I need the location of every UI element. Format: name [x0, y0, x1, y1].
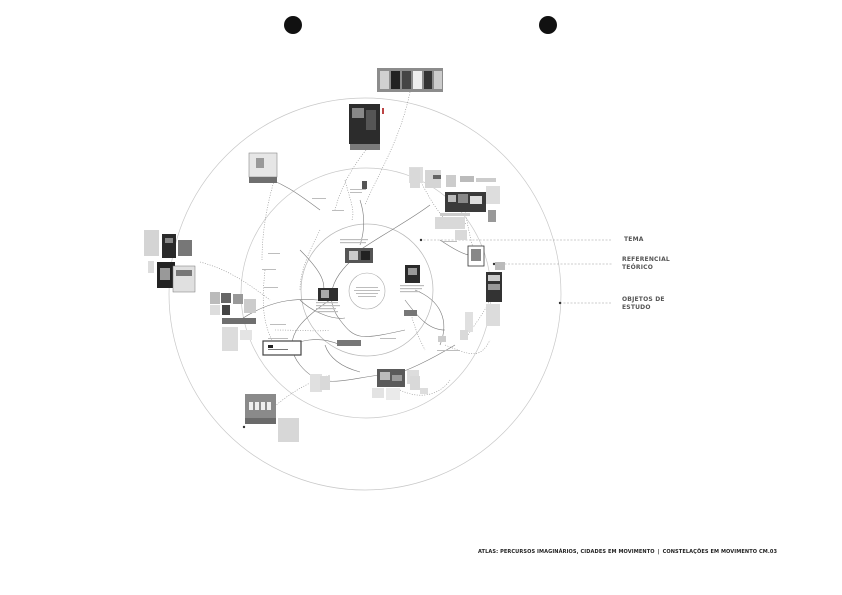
footer-caption: ATLAS: PERCURSOS IMAGINÁRIOS, CIDADES EM… [478, 549, 777, 555]
label-referencial-line2: TEÓRICO [622, 264, 654, 271]
tags [337, 181, 446, 346]
ring-leader-lines [420, 239, 612, 304]
label-objetos-line2: ESTUDO [622, 304, 651, 311]
binder-hole-right [539, 16, 557, 34]
thumb-cluster-left [144, 230, 196, 293]
label-referencial-line1: REFERENCIAL [622, 256, 670, 263]
footer-left: ATLAS: PERCURSOS IMAGINÁRIOS, CIDADES EM… [478, 549, 655, 555]
label-referencial-teorico: REFERENCIAL TEÓRICO [622, 256, 670, 272]
outer-ring-objetos [168, 97, 562, 491]
label-objetos-de-estudo: OBJETOS DE ESTUDO [622, 296, 665, 312]
binder-hole-left [284, 16, 302, 34]
thumb-box-lower-left [262, 340, 302, 356]
inner-ring-tema [300, 223, 434, 357]
label-objetos-line1: OBJETOS DE [622, 296, 665, 303]
solid-connectors [239, 174, 471, 382]
thumb-bottom-left [245, 394, 299, 442]
thumb-cluster-top-right [409, 167, 500, 222]
thumb-book-left [248, 152, 278, 183]
footer-right: CONSTELAÇÕES EM MOVIMENTO CM.03 [662, 549, 778, 555]
footer-separator: | [657, 549, 660, 555]
thumb-book-dark [349, 104, 384, 150]
thumb-center-top [345, 248, 373, 263]
annotation-marks [262, 189, 466, 351]
thumb-cluster-left-mid [210, 292, 256, 351]
arrow-markers [242, 238, 562, 429]
label-tema: TEMA [624, 236, 644, 243]
text-blocks [320, 168, 468, 390]
thumb-inner-right [405, 265, 420, 283]
thumb-cluster-right [465, 245, 505, 332]
thumb-inner-left [318, 288, 338, 301]
thumb-strip-top [377, 68, 443, 92]
